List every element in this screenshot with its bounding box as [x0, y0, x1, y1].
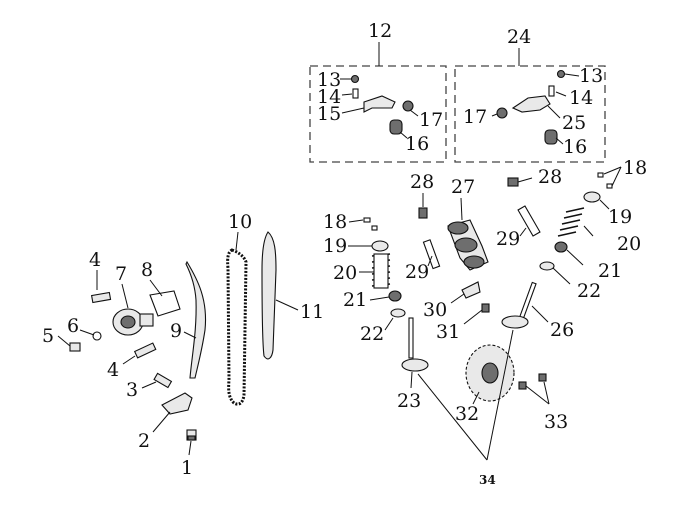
callout-19-right: 19: [608, 206, 632, 228]
callout-29-right: 29: [496, 228, 520, 250]
valve-part-26: [501, 281, 537, 329]
callout-16-left: 16: [405, 133, 429, 155]
callout-7: 7: [115, 263, 127, 285]
callout-28-right: 28: [538, 166, 562, 188]
bolt-part-33-b: [538, 373, 547, 382]
callout-23: 23: [397, 390, 421, 412]
bolt-part-1: [186, 429, 197, 441]
callout-22-right: 22: [577, 280, 601, 302]
callout-32: 32: [455, 403, 479, 425]
bolt-part-4-upper: [90, 291, 112, 304]
callout-4b: 4: [107, 359, 119, 381]
callout-34: 34: [479, 473, 496, 487]
callout-17-right: 17: [463, 106, 487, 128]
callout-14-right: 14: [569, 87, 593, 109]
gasket-part-8: [149, 290, 181, 317]
part-drawings: [69, 69, 613, 441]
seal-part-21-left: [388, 290, 402, 302]
callout-20-left: 20: [333, 262, 357, 284]
callout-13-right: 13: [579, 65, 603, 87]
valve-part-23: [401, 317, 429, 372]
callout-17-left: 17: [419, 109, 443, 131]
retainer-part-19-left: [371, 240, 389, 252]
spring-part-20-right: [557, 207, 585, 237]
callout-19-left: 19: [323, 235, 347, 257]
callout-8: 8: [141, 259, 153, 281]
bolt-part-31: [481, 303, 490, 313]
valve-key-18-left: [363, 217, 371, 223]
valve-key-18-left-b: [371, 225, 378, 231]
rocker-arm-15-left: [363, 95, 396, 113]
callout-2: 2: [138, 430, 150, 452]
camshaft-part-27: [447, 219, 489, 271]
valve-key-18-right-b: [606, 183, 613, 189]
pin-part-29-left: [422, 239, 441, 270]
rocker-roller-17-right: [496, 107, 508, 119]
rocker-pin-14-right: [548, 85, 555, 97]
callout-20-right: 20: [617, 233, 641, 255]
callout-18-left: 18: [323, 211, 347, 233]
callout-29-left: 29: [405, 261, 429, 283]
leader-lines: [57, 42, 622, 461]
tensioner-part-7: [112, 308, 154, 336]
sprocket-part-32: [465, 344, 515, 402]
callout-10: 10: [228, 211, 252, 233]
callout-28-left: 28: [410, 171, 434, 193]
callout-13-left: 13: [317, 69, 341, 91]
group-box-left: [309, 65, 447, 163]
callout-12: 12: [368, 20, 392, 42]
seal-part-21-right: [554, 241, 568, 253]
retainer-part-19-right: [583, 191, 601, 203]
spring-part-20-left: [371, 253, 391, 289]
callout-18-right: 18: [623, 157, 647, 179]
callout-30: 30: [423, 299, 447, 321]
callout-27: 27: [451, 176, 475, 198]
seat-part-22-left: [390, 308, 406, 318]
group-box-right: [454, 65, 606, 163]
rocker-pin-14-left: [352, 88, 359, 99]
valve-key-18-right-a: [597, 172, 604, 178]
callout-31: 31: [436, 321, 460, 343]
callout-labels: 1 2 3 4 4 5 6 7 8 9 10 11 12 13 14 15 17…: [42, 20, 647, 487]
bolt-part-33-a: [518, 381, 527, 390]
callout-9: 9: [170, 320, 182, 342]
callout-21-right: 21: [598, 260, 622, 282]
callout-25: 25: [562, 112, 586, 134]
rocker-shaft-16-left: [389, 119, 403, 135]
bolt-part-28-left: [418, 207, 428, 219]
bracket-part-2: [161, 392, 193, 415]
plate-part-30: [461, 281, 481, 299]
callout-11: 11: [300, 301, 324, 323]
chain-part-10: [226, 248, 248, 406]
seat-part-22-right: [539, 261, 555, 271]
callout-24: 24: [507, 26, 531, 48]
bolt-part-4-lower: [133, 342, 157, 359]
bolt-part-5: [69, 342, 81, 352]
bolt-part-28-right: [507, 177, 519, 187]
callout-5: 5: [42, 325, 54, 347]
guide-part-9: [185, 260, 207, 379]
callout-22-left: 22: [360, 323, 384, 345]
rocker-roller-17-left: [402, 100, 414, 112]
callout-14-left: 14: [317, 86, 341, 108]
rocker-cap-13-left: [350, 74, 360, 84]
callout-16-right: 16: [563, 136, 587, 158]
callout-4: 4: [89, 249, 101, 271]
callout-15: 15: [317, 103, 341, 125]
callout-33: 33: [544, 411, 568, 433]
washer-part-6: [92, 331, 102, 341]
guide-part-11: [261, 231, 277, 360]
rocker-shaft-16-right: [544, 129, 558, 145]
callout-3: 3: [126, 379, 138, 401]
callout-1: 1: [181, 457, 193, 479]
callout-26: 26: [550, 319, 574, 341]
callout-6: 6: [67, 315, 79, 337]
pin-part-3: [153, 372, 173, 389]
rocker-cap-13-right: [556, 69, 566, 79]
callout-21-left: 21: [343, 289, 367, 311]
rocker-arm-25-right: [511, 95, 551, 113]
pin-part-29-right: [517, 205, 541, 237]
